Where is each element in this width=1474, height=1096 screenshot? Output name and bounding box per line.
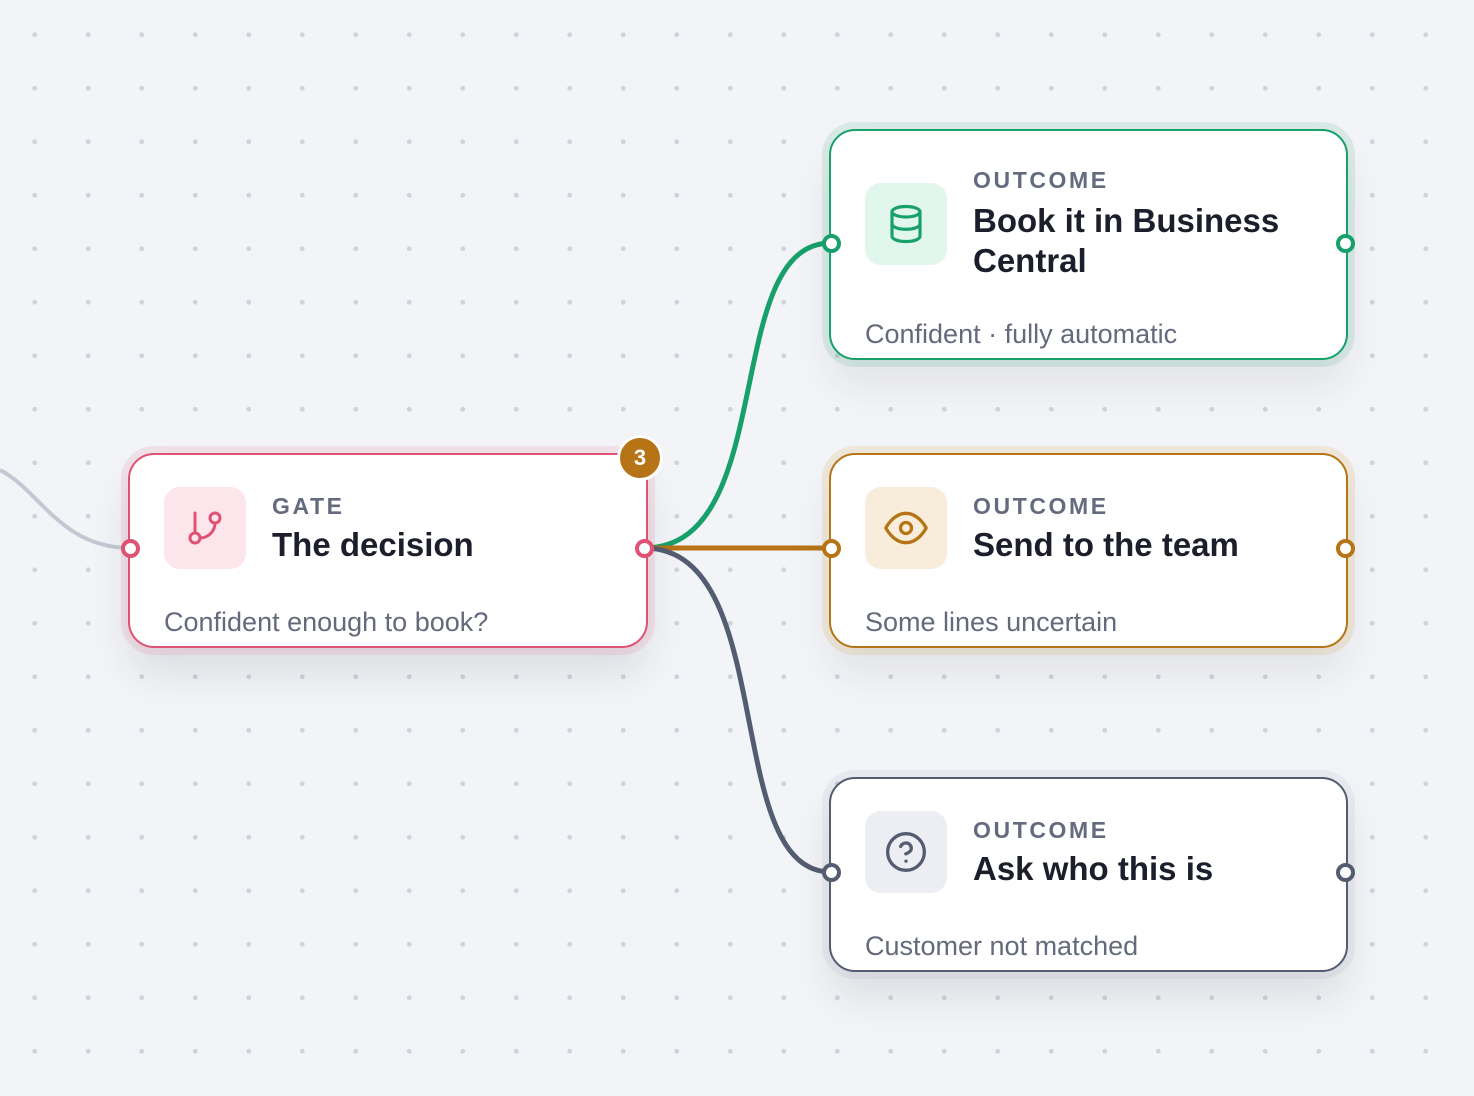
node-subtitle: Confident enough to book?: [164, 607, 489, 637]
book-output-port[interactable]: [1336, 234, 1355, 253]
outcome-icon-tile: [865, 183, 947, 265]
ask-output-port[interactable]: [1336, 863, 1355, 882]
node-subtitle: Confident · fully automatic: [865, 319, 1178, 349]
node-title: Book it in Business Central: [973, 202, 1280, 279]
node-title: Send to the team: [973, 526, 1239, 563]
outcome-icon-tile: [865, 811, 947, 893]
node-title: Ask who this is: [973, 850, 1214, 887]
edge-incoming-to-gate: [0, 468, 132, 550]
team-input-port[interactable]: [822, 539, 841, 558]
ask-input-port[interactable]: [822, 863, 841, 882]
outcome-icon-tile: [865, 487, 947, 569]
node-kind-label: GATE: [272, 493, 345, 519]
edge-gate-to-book[interactable]: [643, 240, 832, 551]
outcome-node-ask[interactable]: OUTCOME Ask who this is Customer not mat…: [829, 777, 1348, 972]
help-circle-icon: [886, 832, 926, 872]
node-title: The decision: [272, 526, 474, 563]
branch-count-badge: 3: [617, 435, 663, 481]
node-kind-label: OUTCOME: [973, 167, 1109, 193]
gate-input-port[interactable]: [121, 539, 140, 558]
gate-output-port[interactable]: [635, 539, 654, 558]
node-kind-label: OUTCOME: [973, 817, 1109, 843]
node-kind-label: OUTCOME: [973, 493, 1109, 519]
outcome-node-team[interactable]: OUTCOME Send to the team Some lines unce…: [829, 453, 1348, 648]
node-subtitle: Customer not matched: [865, 931, 1139, 961]
eye-icon: [884, 511, 928, 545]
outcome-node-book[interactable]: OUTCOME Book it in Business Central Conf…: [829, 129, 1348, 360]
database-icon: [890, 204, 922, 244]
node-subtitle: Some lines uncertain: [865, 607, 1118, 637]
team-output-port[interactable]: [1336, 539, 1355, 558]
gate-node-the-decision[interactable]: GATE The decision Confident enough to bo…: [128, 453, 648, 648]
git-branch-icon: [188, 511, 222, 545]
edge-gate-to-ask[interactable]: [643, 545, 832, 875]
book-input-port[interactable]: [822, 234, 841, 253]
gate-icon-tile: [164, 487, 246, 569]
